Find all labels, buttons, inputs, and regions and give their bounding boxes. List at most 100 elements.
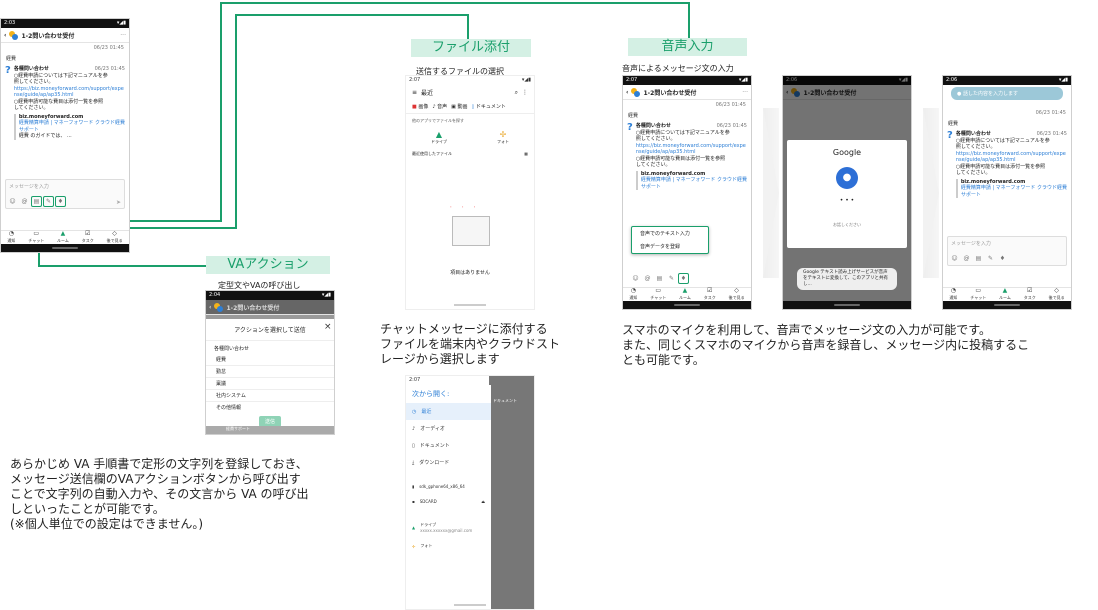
tts-toast: Google テキスト読み上げサービスが音声をテキストに変換して、このアプリと共… xyxy=(797,268,897,290)
bot-avatar-icon: ? xyxy=(627,122,633,133)
sdcard-icon: ▪ xyxy=(412,499,415,504)
message-line: してください。 xyxy=(13,105,49,111)
manual-link[interactable]: https://biz.moneyforward.com/support/exp… xyxy=(13,85,124,99)
nav-room[interactable]: ▲ルーム xyxy=(57,230,69,244)
bookmark-icon: ◇ xyxy=(1054,287,1059,294)
va-action-icon[interactable]: ▤ xyxy=(31,196,42,207)
grid-icon[interactable]: ▦ xyxy=(524,151,528,156)
open-item-recent[interactable]: ◷最近 xyxy=(406,403,491,420)
room-title: 1-2問い合わせ受付 xyxy=(21,32,75,40)
google-voice-phone: 2:06▾◢▮ ‹1-2問い合わせ受付 Google ● • • • お話しくだ… xyxy=(782,75,912,310)
file-section-tag: ファイル添付 xyxy=(411,39,531,57)
va-action-icon[interactable]: ▤ xyxy=(975,255,982,262)
open-item-download[interactable]: ⤓ダウンロード xyxy=(412,459,450,467)
open-from-phone: 2:07▾◢ ドキュメント 次から開く: ◷最近 ♪オーディオ ▯ドキュメント … xyxy=(405,375,535,610)
phone-icon: ▮ xyxy=(412,484,415,489)
listening-dots: • • • xyxy=(839,197,855,204)
open-item-device[interactable]: ▮sdk_gphone64_x86_64 xyxy=(412,484,465,489)
task-icon: ☑ xyxy=(85,230,91,237)
gesture-bar xyxy=(454,304,486,306)
photos-icon: ✢ xyxy=(499,130,507,139)
open-item-docs[interactable]: ▯ドキュメント xyxy=(412,442,450,450)
recent-header: 最近使用したファイル▦ xyxy=(412,151,528,156)
search-icon[interactable]: ⌕ xyxy=(514,88,518,96)
attach-icon[interactable]: ✎ xyxy=(43,196,54,207)
open-item-sdcard[interactable]: ▪SDCARD⏏ xyxy=(412,499,485,504)
signal-icon: ▾◢▮ xyxy=(738,77,748,83)
voice-text-input-option[interactable]: 音声でのテキスト入力 xyxy=(640,231,690,237)
open-item-photos[interactable]: ✢フォト xyxy=(412,543,433,549)
attach-icon[interactable]: ✎ xyxy=(987,255,994,262)
room-icon: ▲ xyxy=(1002,287,1008,294)
download-icon: ⤓ xyxy=(412,459,415,466)
open-item-audio[interactable]: ♪オーディオ xyxy=(412,425,445,433)
google-voice-dialog: Google ● • • • お話しください xyxy=(787,140,907,248)
note-icon: ♪ xyxy=(432,104,436,110)
gesture-bar xyxy=(943,301,1071,309)
status-bar: 2:03▾◢▮ xyxy=(1,19,129,28)
connector xyxy=(60,220,222,222)
mic-icon[interactable]: ♦ xyxy=(678,273,689,284)
nav-task[interactable]: ☑タスク xyxy=(81,230,94,244)
connector xyxy=(235,14,468,16)
file-topbar: ≡ 最近 ⌕ ⋮ xyxy=(406,85,534,100)
card-title: 経費精算申請 | マネーフォワード クラウド経費サポート xyxy=(18,120,125,133)
emoji-icon[interactable]: ☺ xyxy=(951,255,958,262)
va-item[interactable]: 社内システム xyxy=(206,390,334,402)
va-item[interactable]: 稟議 xyxy=(206,378,334,390)
link-preview-card[interactable]: biz.moneyforward.com 経費精算申請 | マネーフォワード ク… xyxy=(13,113,125,140)
step-arrow xyxy=(763,108,779,278)
other-apps-label: 他のアプリでファイルを探す xyxy=(412,118,464,123)
status-bar: 2:07▾◢▮ xyxy=(623,76,751,85)
more-icon[interactable]: ⋮ xyxy=(522,89,528,96)
nav-notify[interactable]: ◔通知 xyxy=(7,230,16,244)
message-input-box[interactable]: メッセージを入力 ☺ @ ▤ ✎ ♦ xyxy=(947,236,1067,266)
va-item[interactable]: 経費 xyxy=(206,354,334,366)
va-item[interactable]: 勤怠 xyxy=(206,366,334,378)
va-action-icon[interactable]: ▤ xyxy=(656,275,663,282)
bottom-nav: ◔通知 ▭チャット ▲ルーム ☑タスク ◇後で見る xyxy=(623,287,751,301)
more-icon[interactable]: ··· xyxy=(120,31,126,39)
va-send-button[interactable]: 送信 xyxy=(259,416,281,427)
message-input[interactable]: メッセージを入力 xyxy=(9,184,49,190)
mention-icon[interactable]: @ xyxy=(644,275,651,282)
mic-icon[interactable]: ♦ xyxy=(55,196,66,207)
va-item[interactable]: その他情報 xyxy=(216,405,242,411)
emoji-icon[interactable]: ☺ xyxy=(632,275,639,282)
chip-doc[interactable]: ▯ ドキュメント xyxy=(471,104,506,110)
chat-icon: ▭ xyxy=(975,287,982,294)
doc-icon: ▯ xyxy=(412,442,415,449)
bell-icon: ◔ xyxy=(8,230,15,237)
eject-icon[interactable]: ⏏ xyxy=(481,499,485,504)
back-icon[interactable]: ‹ xyxy=(4,31,7,39)
message-input[interactable]: メッセージを入力 xyxy=(951,241,991,247)
nav-later[interactable]: ◇後で見る xyxy=(106,230,123,244)
open-drawer: 次から開く: ◷最近 ♪オーディオ ▯ドキュメント ⤓ダウンロード ▮sdk_g… xyxy=(406,385,491,609)
close-icon[interactable]: × xyxy=(324,322,332,332)
mic-icon[interactable]: ♦ xyxy=(999,255,1006,262)
nav-chat[interactable]: ▭チャット xyxy=(28,230,45,244)
file-type-chips: ■ 画像 ♪ 音声 ▣ 動画 ▯ ドキュメント xyxy=(406,100,534,114)
mention-icon[interactable]: @ xyxy=(963,255,970,262)
emoji-icon[interactable]: ☺ xyxy=(9,198,16,205)
voice-section-tag: 音声入力 xyxy=(628,38,747,56)
attach-icon[interactable]: ✎ xyxy=(668,275,675,282)
chip-video[interactable]: ▣ 動画 xyxy=(451,104,468,110)
bottom-nav: ◔通知 ▭チャット ▲ルーム ☑タスク ◇後で見る xyxy=(1,230,129,244)
menu-icon[interactable]: ≡ xyxy=(412,89,418,96)
google-mic-icon[interactable]: ● xyxy=(836,167,858,189)
message-input-box[interactable]: メッセージを入力 ☺ @ ▤ ✎ ♦ ➤ xyxy=(5,179,125,209)
signal-icon: ▾◢▮ xyxy=(116,20,126,26)
mention-icon[interactable]: @ xyxy=(21,198,28,205)
chip-image[interactable]: ■ 画像 xyxy=(412,104,429,110)
send-icon[interactable]: ➤ xyxy=(115,199,121,206)
connector xyxy=(688,2,690,40)
file-picker-phone: 2:07▾◢▮ ≡ 最近 ⌕ ⋮ ■ 画像 ♪ 音声 ▣ 動画 ▯ ドキュメント… xyxy=(405,75,535,310)
app-photos[interactable]: ✢フォト xyxy=(497,130,509,144)
voice-result-phone: 2:06▾◢▮ ● 話した内容を入力します 06/23 01:45 経費 ? 各… xyxy=(942,75,1072,310)
voice-record-option[interactable]: 音声データを登録 xyxy=(640,244,681,250)
chip-audio[interactable]: ♪ 音声 xyxy=(432,104,448,110)
app-drive[interactable]: ▲ドライブ xyxy=(431,130,447,144)
